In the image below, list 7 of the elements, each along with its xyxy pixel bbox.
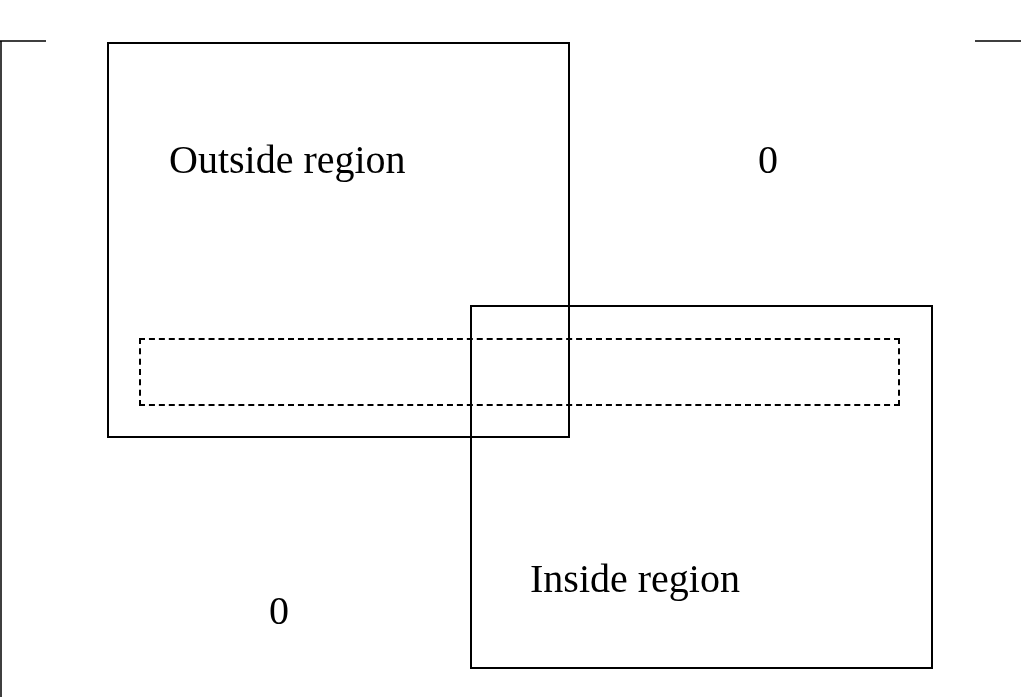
region-box	[470, 305, 933, 669]
region-label: Outside region	[169, 136, 406, 183]
region-box	[107, 42, 570, 438]
value-label: 0	[269, 587, 289, 634]
dashed-box	[139, 338, 900, 406]
value-label: 0	[758, 136, 778, 183]
region-label: Inside region	[530, 555, 740, 602]
